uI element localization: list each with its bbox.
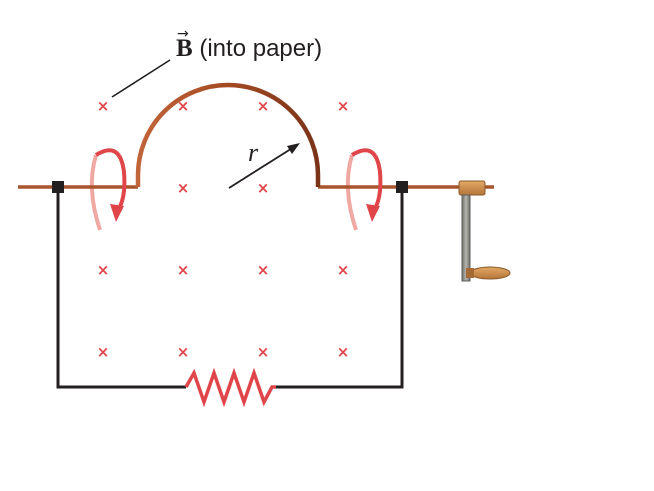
field-cross-marker: × [337, 261, 350, 279]
field-cross-marker: × [177, 179, 190, 197]
contact-left [52, 181, 64, 193]
rotation-arrow-left [94, 148, 127, 212]
field-cross-marker: × [177, 343, 190, 361]
field-label: →B (into paper) [176, 27, 323, 62]
circuit-wire-right [276, 190, 404, 389]
field-cross-marker: × [97, 97, 110, 115]
field-cross-marker: × [257, 261, 270, 279]
radius-arrow [228, 146, 295, 189]
contact-right [396, 181, 408, 193]
field-cross-marker: × [97, 261, 110, 279]
rotation-arrow-right [350, 148, 383, 212]
rotation-arrowhead-right [366, 204, 380, 222]
field-cross-marker: × [337, 97, 350, 115]
crank-grip [469, 266, 511, 280]
field-cross-marker: × [97, 343, 110, 361]
crank-grip-joint [466, 268, 474, 278]
rotation-arrowhead-left [110, 204, 124, 222]
field-direction-text: (into paper) [199, 35, 323, 62]
field-cross-marker: × [177, 261, 190, 279]
magnetic-field-markers: ×××××××××××××× [97, 97, 350, 361]
field-cross-marker: × [257, 179, 270, 197]
resistor [184, 367, 276, 408]
radius-label: r [248, 138, 259, 167]
field-cross-marker: × [337, 343, 350, 361]
vector-arrow-icon: → [177, 26, 189, 42]
field-cross-marker: × [257, 97, 270, 115]
circuit-wire-left [56, 190, 186, 389]
crank-hub [458, 180, 486, 196]
field-label-leader [111, 59, 171, 98]
rotation-arrow-right-back [345, 154, 358, 231]
field-vector-letter: B [176, 35, 193, 62]
field-cross-marker: × [257, 343, 270, 361]
semicircular-wire [135, 82, 321, 187]
rotation-arrow-left-back [89, 154, 102, 231]
field-vector-symbol: →B [176, 27, 193, 62]
radius-arrowhead [287, 143, 300, 154]
crank-arm [461, 194, 471, 282]
crank-handle [458, 180, 511, 282]
